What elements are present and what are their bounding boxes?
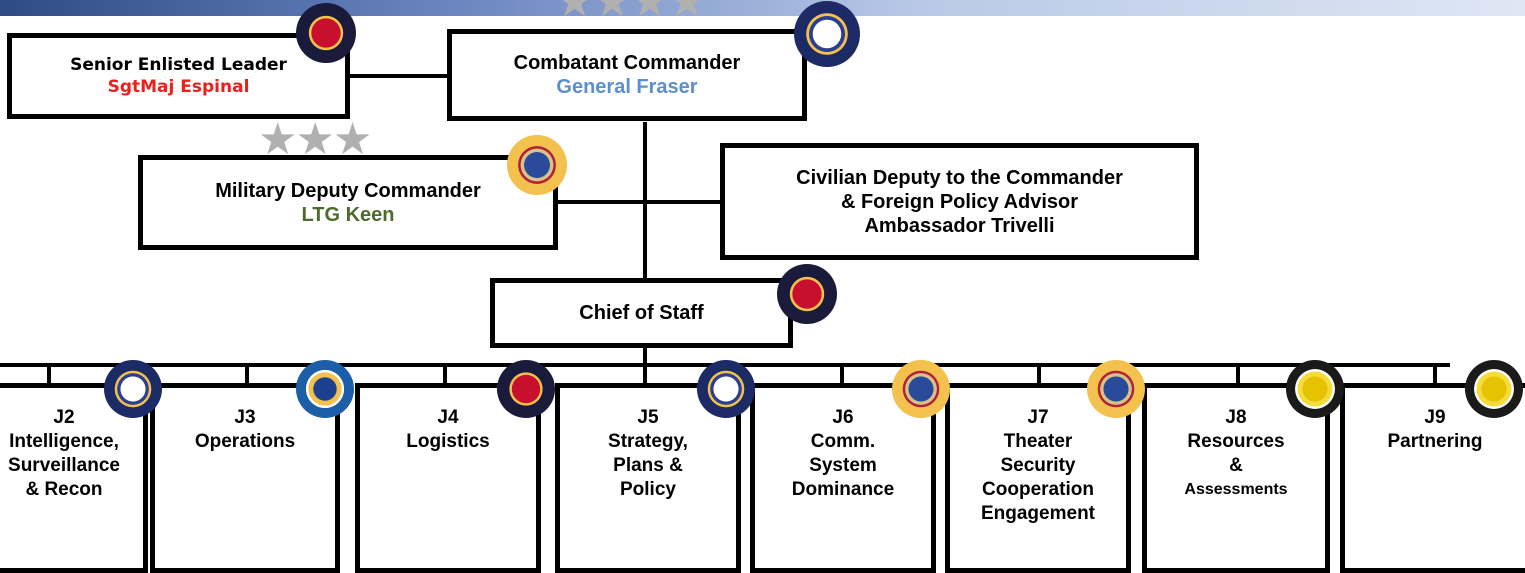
connector-j3 xyxy=(245,363,249,385)
connector-j5 xyxy=(643,363,647,385)
connector-j7 xyxy=(1037,363,1041,385)
air-force-seal-icon xyxy=(794,1,860,67)
senior-enlisted-leader-box: Senior Enlisted Leader SgtMaj Espinal xyxy=(7,33,350,119)
directorate-label-line: & Recon xyxy=(25,479,103,500)
directorate-label-line: Intelligence, xyxy=(9,431,119,452)
senior-enlisted-leader-title: Senior Enlisted Leader xyxy=(70,55,287,75)
three-star-rank-icon: ★★★ xyxy=(258,115,372,164)
directorate-label-line: System xyxy=(809,455,877,476)
civilian-deputy-line1: Civilian Deputy to the Commander xyxy=(796,166,1123,189)
marine-corps-seal-icon xyxy=(296,3,356,63)
directorate-label-line: Engagement xyxy=(980,503,1096,524)
directorate-number: J8 xyxy=(1225,407,1247,428)
civilian-seal-icon xyxy=(1465,360,1523,418)
military-deputy-commander-name: LTG Keen xyxy=(301,203,395,226)
connector-j2 xyxy=(47,363,51,385)
directorate-label-line: Policy xyxy=(620,479,676,500)
directorate-number: J2 xyxy=(53,407,75,428)
directorate-number: J9 xyxy=(1424,407,1446,428)
combatant-commander-title: Combatant Commander xyxy=(513,52,741,74)
directorate-number: J5 xyxy=(637,407,659,428)
connector-j4 xyxy=(443,363,447,385)
directorate-label-line: Surveillance xyxy=(8,455,120,476)
directorate-label-line: Dominance xyxy=(791,479,895,500)
directorate-label-line: Plans & xyxy=(613,455,683,476)
chief-of-staff-box: Chief of Staff xyxy=(490,278,793,348)
combatant-commander-box: Combatant Commander General Fraser xyxy=(447,29,807,121)
directorate-number: J7 xyxy=(1027,407,1049,428)
civilian-seal-icon xyxy=(1286,360,1344,418)
directorate-label-line: Security xyxy=(1000,455,1076,476)
connector-j8 xyxy=(1236,363,1240,385)
connector-j6 xyxy=(840,363,844,385)
directorate-label-line: Comm. xyxy=(810,431,876,452)
connector-mdc xyxy=(555,200,645,204)
civilian-deputy-line3: Ambassador Trivelli xyxy=(864,214,1055,237)
army-seal-icon xyxy=(1087,360,1145,418)
senior-enlisted-leader-name: SgtMaj Espinal xyxy=(107,77,250,97)
army-seal-icon xyxy=(507,135,567,195)
marine-corps-seal-icon xyxy=(497,360,555,418)
connector-cos-down xyxy=(643,347,647,365)
directorate-label-line: & xyxy=(1229,455,1243,476)
directorate-label-line: Resources xyxy=(1187,431,1285,452)
directorate-label-line: Logistics xyxy=(406,431,490,452)
coast-guard-seal-icon xyxy=(296,360,354,418)
directorate-label-line: Theater xyxy=(1003,431,1073,452)
chief-of-staff-title: Chief of Staff xyxy=(579,302,704,324)
header-bar xyxy=(0,0,1525,16)
connector-civ xyxy=(645,200,723,204)
army-seal-icon xyxy=(892,360,950,418)
four-star-rank-icon: ★★★★ xyxy=(555,0,707,26)
marine-corps-seal-icon xyxy=(777,264,837,324)
civilian-deputy-line2: & Foreign Policy Advisor xyxy=(840,190,1079,213)
connector-j9 xyxy=(1433,363,1437,385)
directorate-number: J6 xyxy=(832,407,854,428)
directorate-label-line: Strategy, xyxy=(608,431,688,452)
combatant-commander-name: General Fraser xyxy=(556,76,698,98)
directorate-number: J4 xyxy=(437,407,459,428)
air-force-seal-icon xyxy=(104,360,162,418)
directorate-label-line: Operations xyxy=(194,431,296,452)
directorate-label-line: Cooperation xyxy=(982,479,1094,500)
military-deputy-commander-title: Military Deputy Commander xyxy=(215,179,481,202)
connector-sel-ccdr xyxy=(350,74,450,78)
air-force-seal-icon xyxy=(697,360,755,418)
civilian-deputy-box: Civilian Deputy to the Commander & Forei… xyxy=(720,143,1199,260)
directorate-label-line: Partnering xyxy=(1387,431,1483,452)
directorate-label-line: Assessments xyxy=(1184,481,1288,498)
directorate-number: J3 xyxy=(234,407,256,428)
military-deputy-commander-box: Military Deputy Commander LTG Keen xyxy=(138,155,558,250)
